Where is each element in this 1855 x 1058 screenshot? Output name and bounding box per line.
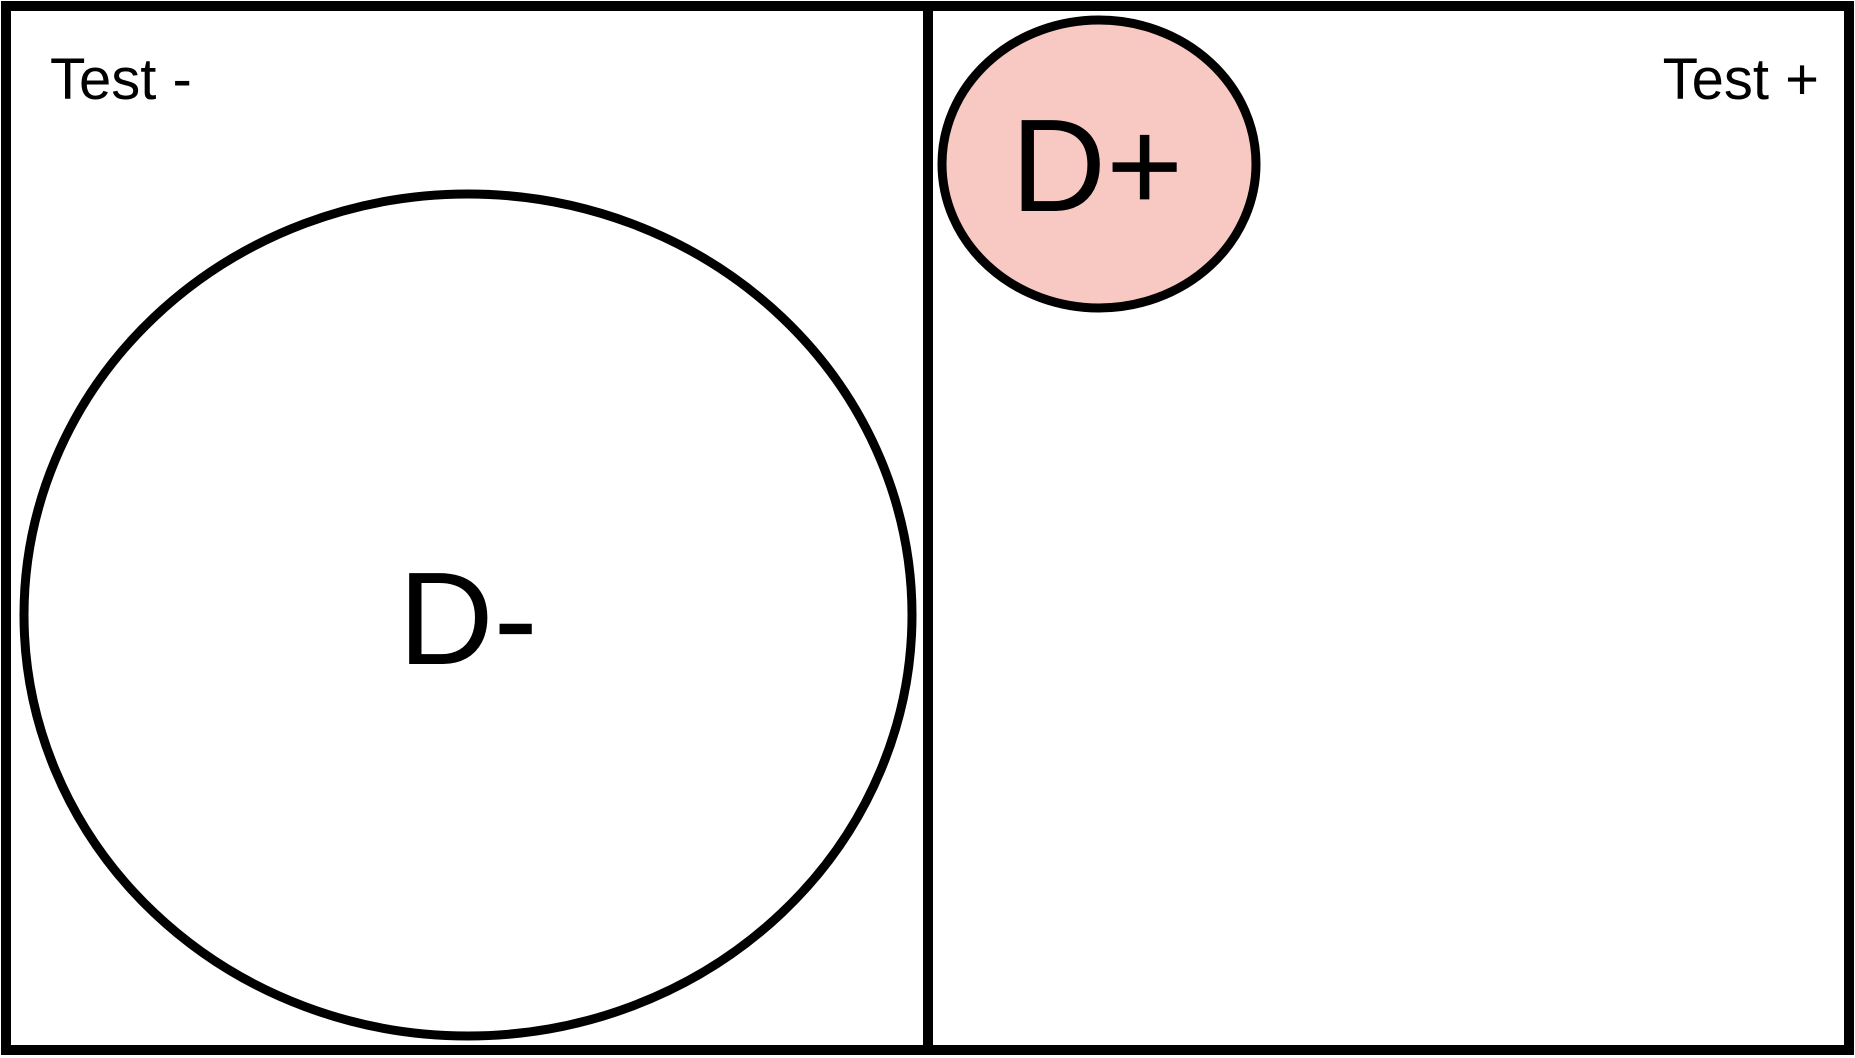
disease-positive-label: D+ [1011,92,1183,239]
test-negative-label: Test - [50,47,192,112]
test-positive-label: Test + [1663,47,1819,112]
disease-negative-ellipse [19,189,917,1041]
disease-negative-label: D- [398,545,537,692]
disease-positive-ellipse [937,15,1261,313]
